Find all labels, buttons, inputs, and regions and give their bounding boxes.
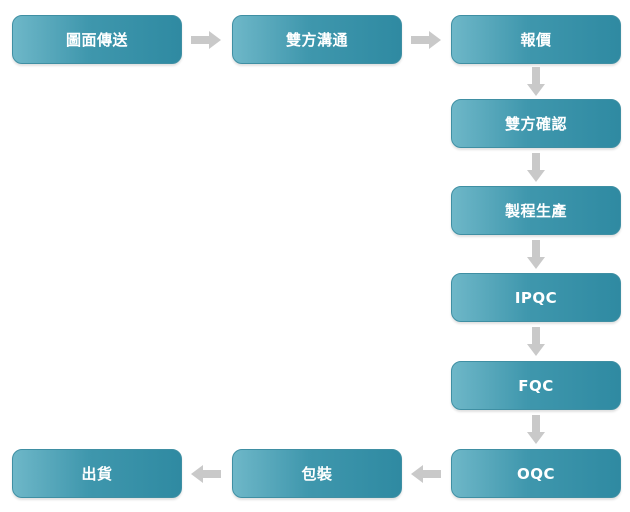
step-mutual-confirmation: 雙方確認 (451, 99, 621, 148)
step-label: OQC (516, 464, 555, 483)
step-label: 製程生產 (504, 202, 567, 220)
step-process-production: 製程生產 (451, 186, 621, 235)
arrow-left-icon (411, 465, 441, 483)
step-oqc: OQC (451, 449, 621, 498)
step-label: 包裝 (301, 465, 333, 483)
step-mutual-communication: 雙方溝通 (232, 15, 402, 64)
step-label: 雙方確認 (504, 115, 567, 133)
step-shipment: 出貨 (12, 449, 182, 498)
arrow-left-icon (191, 465, 221, 483)
step-packaging: 包裝 (232, 449, 402, 498)
step-ipqc: IPQC (451, 273, 621, 322)
arrow-down-icon (527, 415, 545, 444)
step-label: 出貨 (81, 465, 113, 483)
step-drawing-transfer: 圖面傳送 (12, 15, 182, 64)
step-label: FQC (518, 376, 554, 395)
step-fqc: FQC (451, 361, 621, 410)
arrow-down-icon (527, 327, 545, 356)
arrow-down-icon (527, 240, 545, 269)
arrow-right-icon (411, 31, 441, 49)
step-label: 雙方溝通 (285, 31, 348, 49)
step-label: 報價 (520, 31, 552, 49)
arrow-down-icon (527, 153, 545, 182)
arrow-right-icon (191, 31, 221, 49)
step-label: IPQC (514, 288, 558, 307)
step-label: 圖面傳送 (65, 31, 128, 49)
arrow-down-icon (527, 67, 545, 96)
step-quotation: 報價 (451, 15, 621, 64)
